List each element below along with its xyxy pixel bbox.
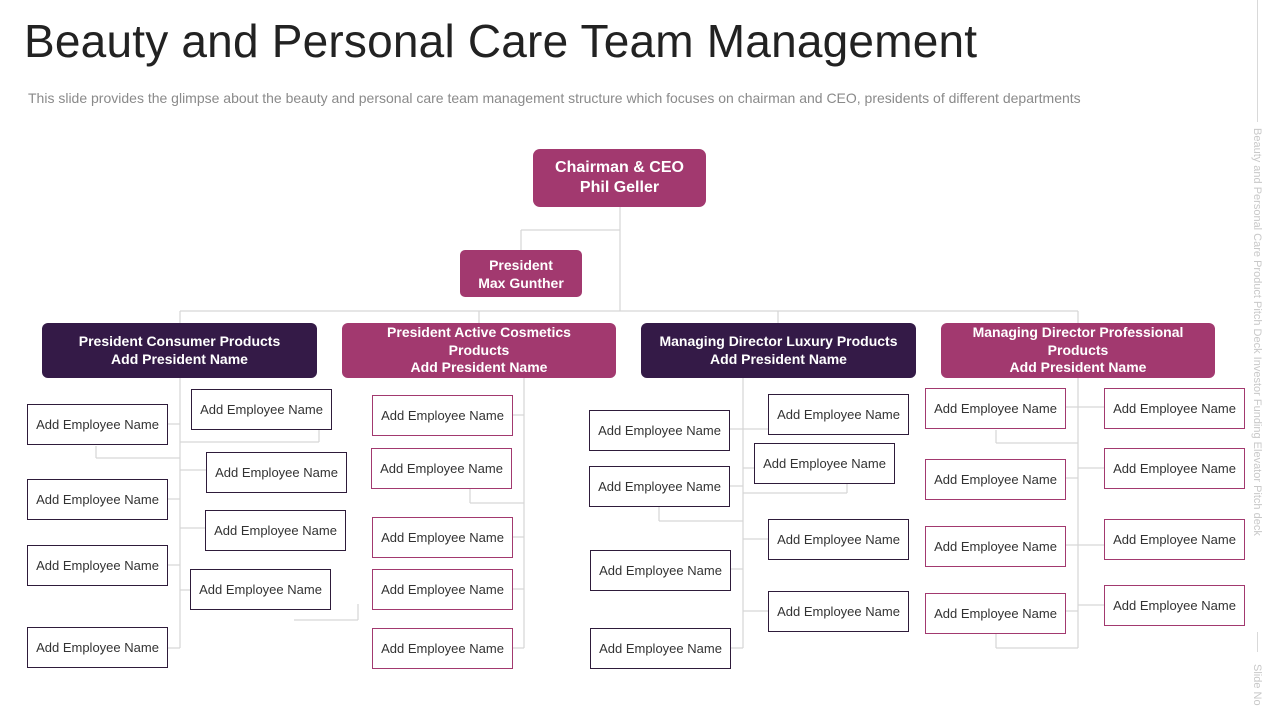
employee-box: Add Employee Name — [372, 517, 513, 558]
dept-president-name: Add President Name — [710, 350, 847, 367]
employee-box: Add Employee Name — [372, 569, 513, 610]
employee-box: Add Employee Name — [590, 550, 731, 591]
dept-title: Managing Director Luxury Products — [659, 333, 898, 349]
employee-box: Add Employee Name — [27, 545, 168, 586]
president-name: Max Gunther — [478, 274, 564, 291]
ceo-name: Phil Geller — [579, 179, 660, 196]
dept-head-luxury-products: Managing Director Luxury Products Add Pr… — [641, 323, 916, 378]
employee-box: Add Employee Name — [925, 459, 1066, 500]
employee-box: Add Employee Name — [206, 452, 347, 493]
employee-box: Add Employee Name — [754, 443, 895, 484]
employee-box: Add Employee Name — [768, 394, 909, 435]
dept-president-name: Add President Name — [111, 350, 248, 367]
employee-box: Add Employee Name — [589, 410, 730, 451]
dept-title-continued: Products — [448, 341, 510, 358]
employee-box: Add Employee Name — [768, 591, 909, 632]
page-subtitle: This slide provides the glimpse about th… — [28, 90, 1081, 106]
employee-box: Add Employee Name — [1104, 448, 1245, 489]
employee-box: Add Employee Name — [27, 404, 168, 445]
side-divider-bottom — [1257, 632, 1258, 652]
employee-box: Add Employee Name — [1104, 519, 1245, 560]
employee-box: Add Employee Name — [190, 569, 331, 610]
dept-president-name: Add President Name — [1009, 359, 1147, 376]
president-role: President — [489, 256, 553, 273]
dept-president-name: Add President Name — [410, 359, 548, 376]
employee-box: Add Employee Name — [1104, 388, 1245, 429]
employee-box: Add Employee Name — [372, 628, 513, 669]
employee-box: Add Employee Name — [27, 627, 168, 668]
employee-box: Add Employee Name — [372, 395, 513, 436]
dept-title: President Active Cosmetics — [387, 324, 571, 341]
dept-head-active-cosmetics: President Active Cosmetics Products Add … — [342, 323, 616, 378]
dept-title-continued: Products — [1047, 341, 1109, 358]
side-divider-top — [1257, 0, 1258, 122]
employee-box: Add Employee Name — [925, 526, 1066, 567]
president-node: President Max Gunther — [460, 250, 582, 297]
dept-head-professional-products: Managing Director Professional Products … — [941, 323, 1215, 378]
dept-title: President Consumer Products — [78, 333, 281, 349]
employee-box: Add Employee Name — [191, 389, 332, 430]
employee-box: Add Employee Name — [205, 510, 346, 551]
employee-box: Add Employee Name — [1104, 585, 1245, 626]
employee-box: Add Employee Name — [371, 448, 512, 489]
employee-box: Add Employee Name — [925, 593, 1066, 634]
employee-box: Add Employee Name — [768, 519, 909, 560]
ceo-role: Chairman & CEO — [555, 159, 684, 176]
dept-title: Managing Director Professional — [972, 324, 1184, 341]
ceo-node: Chairman & CEO Phil Geller — [533, 149, 706, 207]
employee-box: Add Employee Name — [590, 628, 731, 669]
employee-box: Add Employee Name — [27, 479, 168, 520]
employee-box: Add Employee Name — [925, 388, 1066, 429]
page-title: Beauty and Personal Care Team Management — [24, 15, 978, 67]
dept-head-consumer-products: President Consumer Products Add Presiden… — [42, 323, 317, 378]
employee-box: Add Employee Name — [589, 466, 730, 507]
